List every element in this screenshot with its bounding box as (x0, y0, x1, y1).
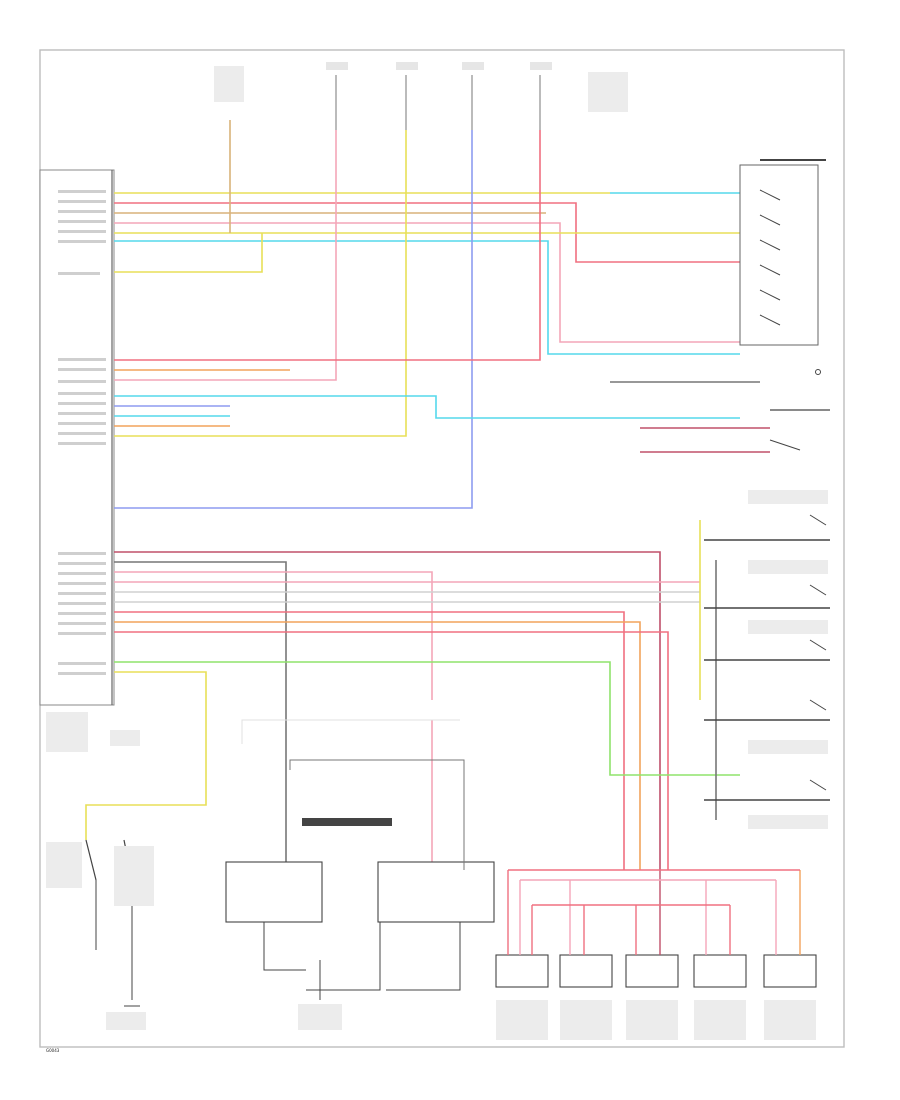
lock-relay-module (225, 861, 323, 923)
relay-modules (225, 719, 495, 1030)
actuator-left-front (559, 954, 613, 988)
fuse-feeds (214, 62, 628, 130)
actuator-left-rear (763, 954, 817, 988)
unlock-relay-module (377, 861, 495, 923)
actuator-passenger (625, 954, 679, 988)
actuator-right-front (495, 954, 549, 988)
door-lock-actuators (495, 869, 817, 1040)
lower-harness-wires (85, 520, 740, 870)
door-ajar-switches (704, 490, 830, 829)
body-control-module (39, 169, 115, 706)
module-pin-labels (58, 190, 106, 675)
figure-id: G0043 (46, 1048, 60, 1053)
door-lock-switch-assembly (739, 159, 830, 451)
left-door-lock-switch (46, 712, 154, 1030)
actuator-liftgate (693, 954, 747, 988)
upper-harness-wires (114, 120, 770, 509)
